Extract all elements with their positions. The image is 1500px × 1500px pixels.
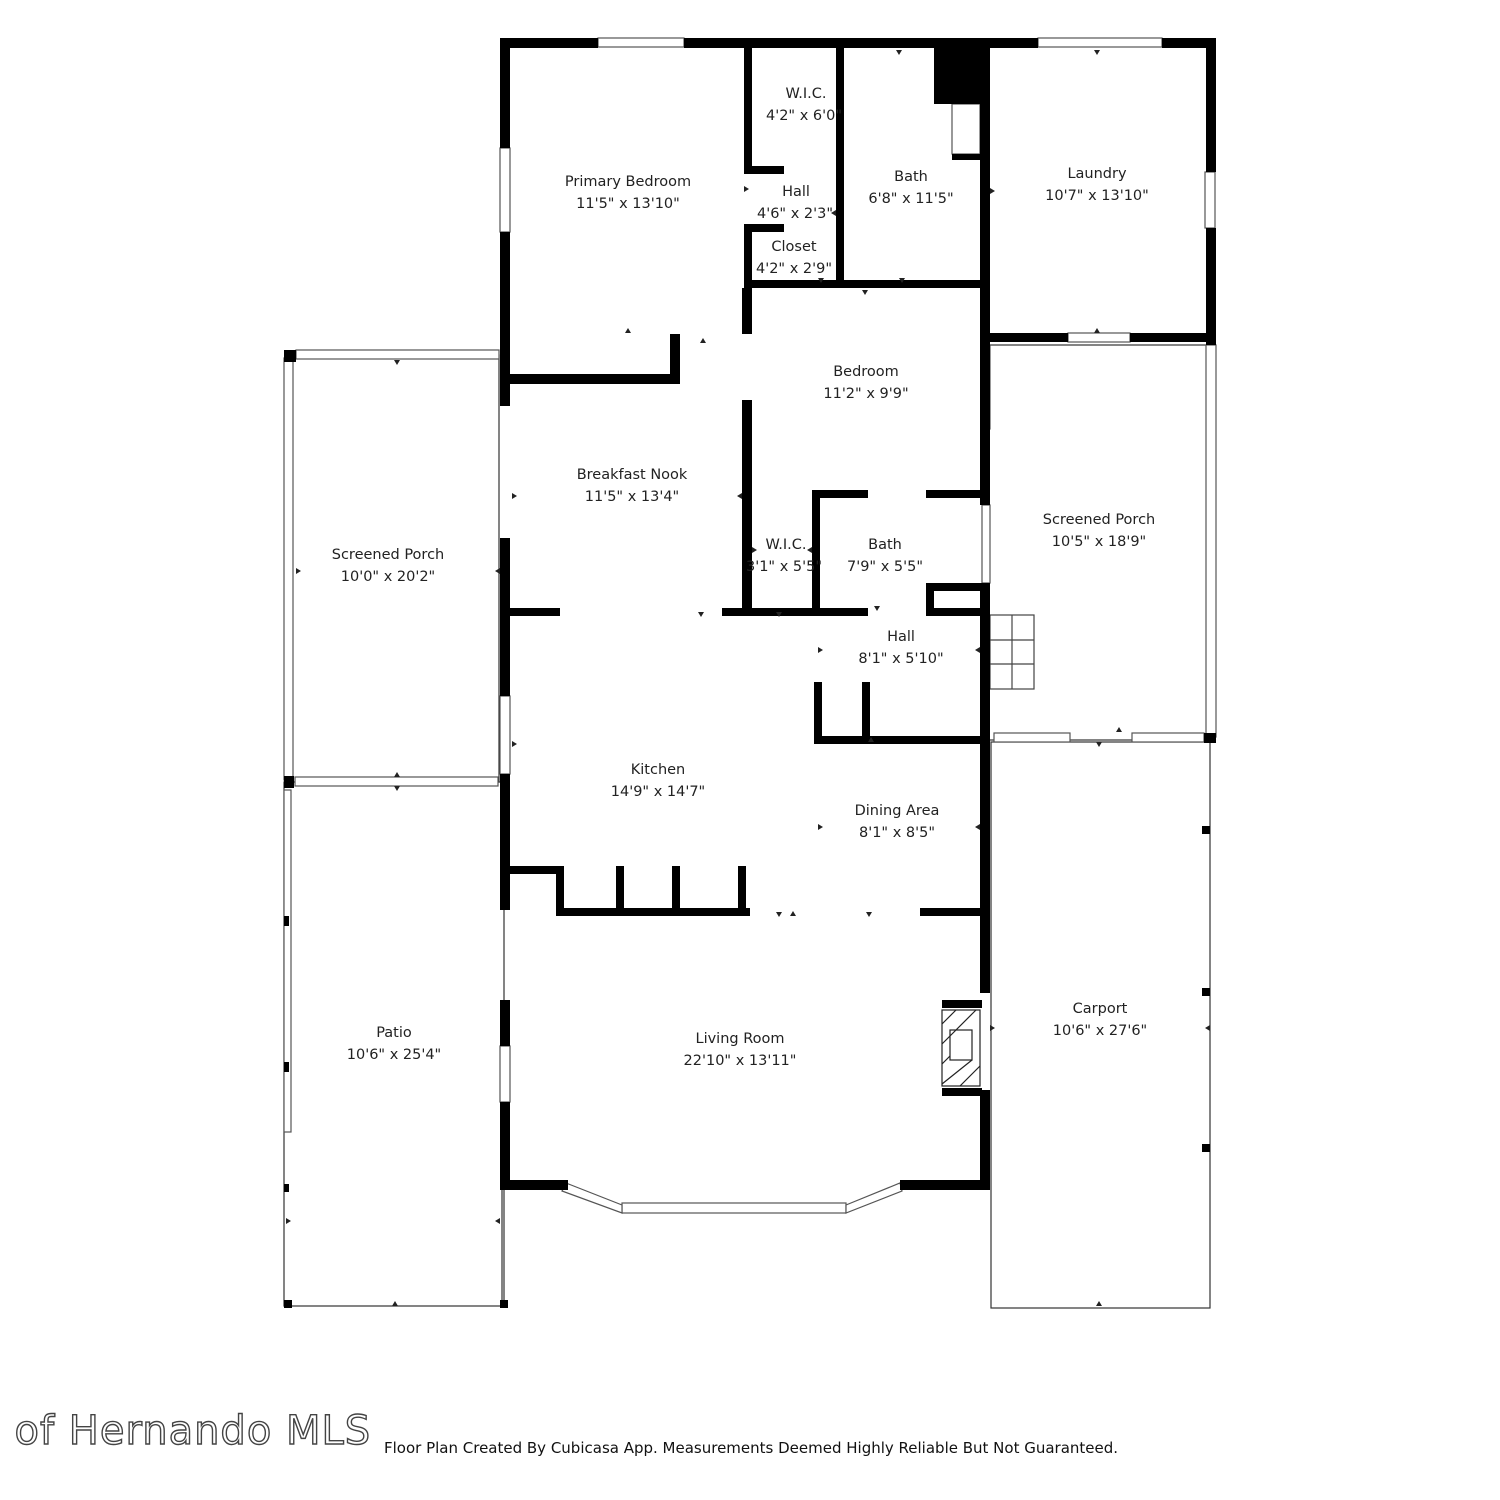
- room-dims: 10'5" x 18'9": [1052, 534, 1146, 550]
- opening-markers: [286, 50, 1210, 1306]
- room-name: Hall: [782, 184, 810, 200]
- room-name: Living Room: [695, 1031, 784, 1047]
- room-dims: 4'6" x 2'3": [757, 206, 833, 222]
- room-dims: 7'9" x 5'5": [847, 559, 923, 575]
- room-name: W.I.C.: [766, 537, 807, 553]
- room-name: Laundry: [1067, 166, 1127, 182]
- footer-note: Floor Plan Created By Cubicasa App. Meas…: [384, 1439, 1119, 1457]
- room-name: W.I.C.: [786, 86, 827, 102]
- room-name: Hall: [887, 629, 915, 645]
- room-name: Breakfast Nook: [577, 467, 688, 483]
- room-name: Screened Porch: [1043, 512, 1156, 528]
- room-dims: 8'1" x 5'10": [858, 651, 943, 667]
- room-dims: 11'5" x 13'4": [585, 489, 679, 505]
- room-dims: 6'8" x 11'5": [868, 191, 953, 207]
- room-name: Carport: [1073, 1001, 1128, 1017]
- walls: [284, 38, 1216, 1308]
- room-name: Bedroom: [833, 364, 899, 380]
- fireplace: [941, 1009, 981, 1087]
- entry-steps: [989, 614, 1035, 690]
- room-name: Kitchen: [631, 762, 686, 778]
- room-dims: 22'10" x 13'11": [684, 1053, 797, 1069]
- room-dims: 4'2" x 2'9": [756, 261, 832, 277]
- room-name: Dining Area: [855, 803, 940, 819]
- room-dims: 14'9" x 14'7": [611, 784, 705, 800]
- watermark-text: rty of Hernando MLS: [0, 1407, 372, 1454]
- room-dims: 10'0" x 20'2": [341, 569, 435, 585]
- room-name: Bath: [868, 537, 902, 553]
- room-name: Bath: [894, 169, 928, 185]
- room-dims: 4'2" x 6'0": [766, 108, 842, 124]
- room-dims: 3'1" x 5'5": [746, 559, 822, 575]
- room-dims: 11'2" x 9'9": [823, 386, 908, 402]
- room-labels: Primary Bedroom 11'5" x 13'10" W.I.C. 4'…: [332, 86, 1156, 1069]
- room-dims: 10'6" x 25'4": [347, 1047, 441, 1063]
- room-name: Closet: [771, 239, 816, 255]
- room-dims: 11'5" x 13'10": [576, 196, 680, 212]
- room-name: Screened Porch: [332, 547, 445, 563]
- room-name: Primary Bedroom: [565, 174, 691, 190]
- room-dims: 10'7" x 13'10": [1045, 188, 1149, 204]
- room-dims: 10'6" x 27'6": [1053, 1023, 1147, 1039]
- room-dims: 8'1" x 8'5": [859, 825, 935, 841]
- room-name: Patio: [376, 1025, 412, 1041]
